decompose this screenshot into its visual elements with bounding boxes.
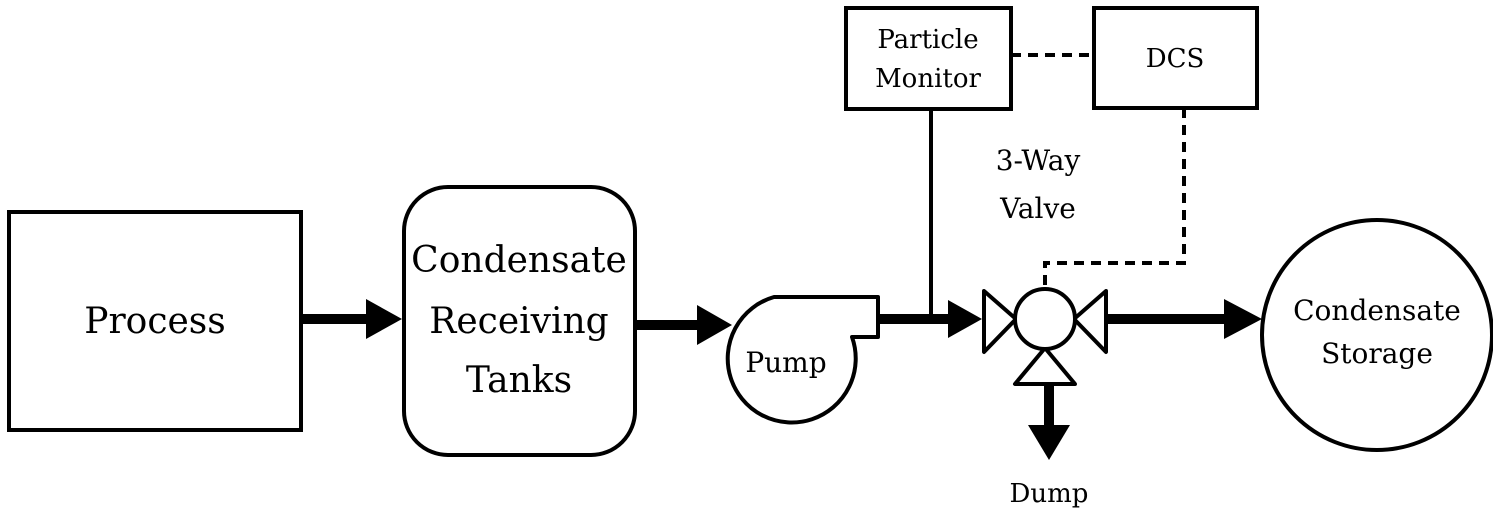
receiving-tanks-label-line1: Condensate bbox=[411, 240, 627, 281]
dump-label: Dump bbox=[1010, 479, 1089, 509]
valve-actuator-circle bbox=[1013, 287, 1077, 351]
storage-label-line2: Storage bbox=[1321, 337, 1433, 370]
process-box bbox=[7, 210, 303, 432]
valve-right-wing bbox=[1072, 289, 1108, 354]
storage-label-line1: Condensate bbox=[1293, 294, 1461, 327]
arrowhead-pump-to-valve bbox=[948, 300, 982, 338]
receiving-tanks-label-line2: Receiving bbox=[429, 301, 608, 342]
process-label: Process bbox=[84, 301, 226, 342]
receiving-tanks-label-line3: Tanks bbox=[466, 360, 572, 401]
dcs-label: DCS bbox=[1146, 44, 1205, 74]
valve-left-wing bbox=[982, 289, 1018, 354]
pump-body bbox=[725, 295, 880, 425]
particle-monitor-label-line2: Monitor bbox=[875, 64, 981, 94]
valve-label-line1: 3-Way bbox=[996, 144, 1081, 177]
arrowhead-process-to-tanks bbox=[366, 299, 402, 339]
storage-circle bbox=[1260, 218, 1493, 452]
arrowhead-valve-to-storage bbox=[1224, 299, 1262, 339]
valve-label-line2: Valve bbox=[999, 192, 1076, 225]
dcs-box bbox=[1092, 6, 1259, 110]
arrowhead-tanks-to-pump bbox=[697, 305, 732, 345]
signal-line-dcs-to-valve bbox=[1043, 108, 1186, 289]
pump-label: Pump bbox=[745, 346, 826, 379]
arrowhead-valve-to-dump bbox=[1028, 425, 1070, 460]
particle-monitor-box bbox=[844, 6, 1013, 111]
particle-monitor-label-line1: Particle bbox=[877, 25, 978, 55]
three-way-valve-symbol bbox=[982, 287, 1108, 386]
valve-bottom-wing bbox=[1013, 346, 1077, 386]
